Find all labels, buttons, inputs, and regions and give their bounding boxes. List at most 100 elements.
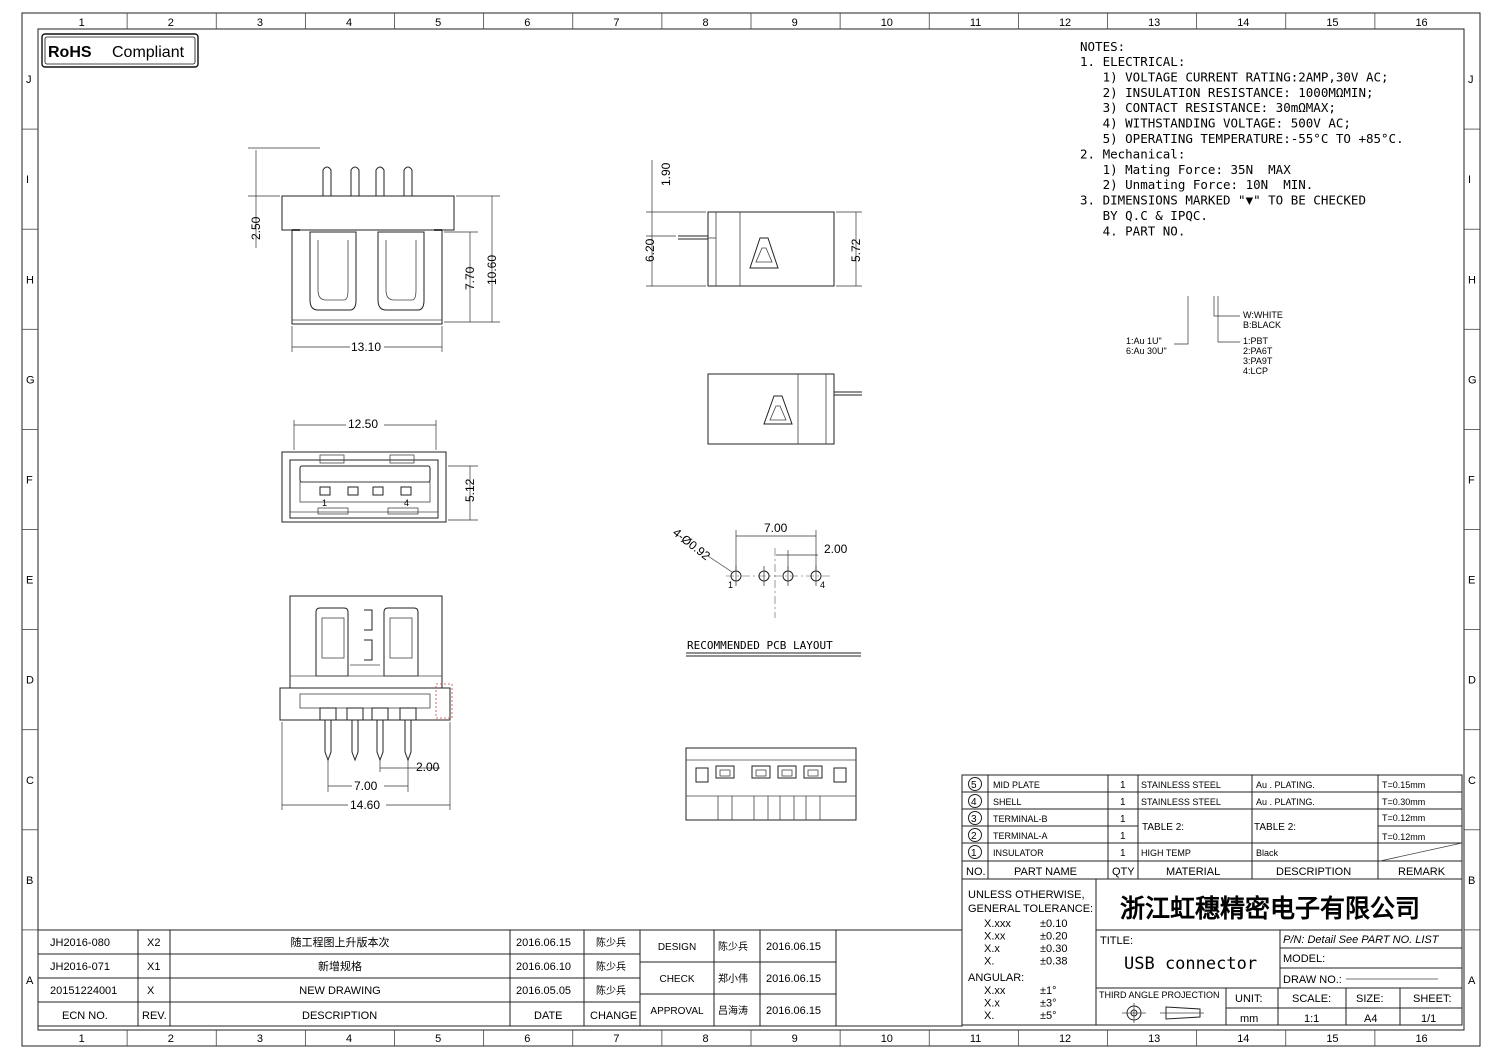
- bom-item-no: 1: [971, 848, 977, 859]
- material-line-4: 4:LCP: [1243, 366, 1268, 376]
- scale-value: 1:1: [1304, 1013, 1319, 1025]
- zone-column-label: 13: [1148, 17, 1160, 29]
- note-line: 4) WITHSTANDING VOLTAGE: 500V AC;: [1080, 116, 1351, 131]
- tolerance-linear-value: ±0.38: [1040, 956, 1067, 968]
- bom-header-material: MATERIAL: [1166, 866, 1220, 878]
- zone-column-label: 16: [1415, 17, 1427, 29]
- approval-role: APPROVAL: [650, 1006, 704, 1017]
- rev-header-ecn: ECN NO.: [62, 1010, 108, 1022]
- rev-date: 2016.06.10: [516, 961, 571, 973]
- zone-row-label: D: [26, 675, 34, 687]
- zone-row-label: G: [1468, 374, 1477, 386]
- note-line: 2) INSULATION RESISTANCE: 1000MΩMIN;: [1080, 85, 1374, 100]
- title-value: USB connector: [1124, 954, 1257, 974]
- bom-header-no: NO.: [966, 866, 986, 878]
- zone-row-label: D: [1468, 675, 1476, 687]
- bom-description-merged: TABLE 2:: [1254, 822, 1296, 833]
- color-line-1: W:WHITE: [1243, 310, 1283, 320]
- zone-row-label: I: [1468, 174, 1471, 186]
- zone-column-label: 12: [1059, 1033, 1071, 1045]
- dim-1-90: 1.90: [659, 162, 673, 186]
- bom-qty: 1: [1120, 848, 1126, 859]
- draw-no-label: DRAW NO.:: [1283, 974, 1342, 986]
- zone-column-label: 13: [1148, 1033, 1160, 1045]
- tolerance-heading-1: UNLESS OTHERWISE,: [968, 889, 1085, 901]
- zone-column-label: 9: [792, 1033, 798, 1045]
- zone-column-label: 10: [881, 1033, 893, 1045]
- zone-row-label: B: [26, 875, 33, 887]
- pcb-dim-2-00: 2.00: [824, 542, 848, 556]
- bom-part-name: INSULATOR: [993, 848, 1044, 858]
- pcb-layout: 7.00 2.00 4-Ø0.92 1 4 RECOMMENDED PCB LA…: [670, 521, 861, 657]
- sheet-label: SHEET:: [1413, 993, 1452, 1005]
- tolerance-angular-key: X.xx: [984, 985, 1006, 997]
- approval-role: DESIGN: [658, 942, 696, 953]
- bom-material-merged: TABLE 2:: [1142, 822, 1184, 833]
- top-pin-4: [403, 166, 413, 196]
- note-line: 1) Mating Force: 35N MAX: [1080, 162, 1291, 177]
- tolerance-linear-key: X.x: [984, 943, 1000, 955]
- zone-row-label: C: [26, 775, 34, 787]
- tolerance-linear-value: ±0.20: [1040, 931, 1067, 943]
- front-pin-4-label: 4: [404, 498, 409, 508]
- rear-contact: [803, 765, 823, 779]
- zone-column-label: 14: [1237, 17, 1249, 29]
- rev-ecn: JH2016-071: [50, 961, 110, 973]
- bom-material: STAINLESS STEEL: [1141, 797, 1221, 807]
- tolerance-linear-value: ±0.30: [1040, 943, 1067, 955]
- zone-column-label: 7: [613, 1033, 619, 1045]
- bottom-dim-2-00: 2.00: [416, 760, 440, 774]
- zone-row-label: E: [26, 575, 33, 587]
- tolerance-linear-key: X.xxx: [984, 918, 1011, 930]
- dim-5-12: 5.12: [463, 478, 477, 502]
- rohs-badge: RoHS Compliant: [41, 33, 199, 68]
- zone-row-label: J: [1468, 74, 1474, 86]
- rev-ecn: JH2016-080: [50, 937, 110, 949]
- rev-code: X1: [147, 961, 160, 973]
- tolerance-heading-2: GENERAL TOLERANCE:: [968, 903, 1093, 915]
- bom-qty: 1: [1120, 814, 1126, 825]
- rev-date: 2016.06.15: [516, 937, 571, 949]
- rev-description: NEW DRAWING: [299, 985, 380, 997]
- bom-header-qty: QTY: [1112, 866, 1135, 878]
- rev-code: X: [147, 985, 155, 997]
- note-line: 5) OPERATING TEMPERATURE:-55°C TO +85°C.: [1080, 131, 1404, 146]
- bom-header-part-name: PART NAME: [1014, 866, 1077, 878]
- pcb-layout-label: RECOMMENDED PCB LAYOUT: [687, 639, 833, 652]
- rev-change: 陈少兵: [596, 960, 626, 973]
- zone-row-label: F: [26, 474, 33, 486]
- note-line: 1) VOLTAGE CURRENT RATING:2AMP,30V AC;: [1080, 69, 1389, 84]
- rohs-text: Compliant: [112, 44, 185, 61]
- color-line-2: B:BLACK: [1243, 320, 1281, 330]
- zone-row-label: H: [1468, 274, 1476, 286]
- rear-contact: [715, 765, 735, 779]
- bom-description: Black: [1256, 848, 1279, 858]
- dim-13-10: 13.10: [351, 340, 381, 354]
- rev-header-rev: REV.: [142, 1010, 167, 1022]
- rear-contact: [777, 765, 797, 779]
- zone-column-label: 11: [970, 1033, 981, 1045]
- zone-row-label: H: [26, 274, 34, 286]
- plating-line-2: 6:Au 30U": [1126, 346, 1167, 356]
- rev-description: 随工程图上升版本次: [291, 935, 390, 949]
- material-line-2: 2:PA6T: [1243, 346, 1273, 356]
- note-line: 4. PART NO.: [1080, 223, 1185, 238]
- zone-column-label: 2: [168, 1033, 174, 1045]
- bom-part-name: MID PLATE: [993, 780, 1040, 790]
- tolerance-block: UNLESS OTHERWISE, GENERAL TOLERANCE: ANG…: [961, 878, 1097, 1026]
- front-view: 1 4 12.50 5.12: [281, 417, 478, 523]
- zone-column-label: 11: [970, 17, 981, 29]
- rohs-strong: RoHS: [48, 44, 92, 61]
- zone-column-label: 14: [1237, 1033, 1249, 1045]
- pcb-pin-4-label: 4: [820, 580, 825, 590]
- third-angle-projection-icon: [1122, 1003, 1204, 1023]
- zone-column-label: 5: [435, 17, 441, 29]
- rev-change: 陈少兵: [596, 936, 626, 949]
- approval-name: 郑小伟: [718, 972, 748, 985]
- zone-column-label: 15: [1326, 17, 1338, 29]
- pcb-hole-callout: 4-Ø0.92: [670, 525, 713, 563]
- rear-contact: [751, 765, 771, 779]
